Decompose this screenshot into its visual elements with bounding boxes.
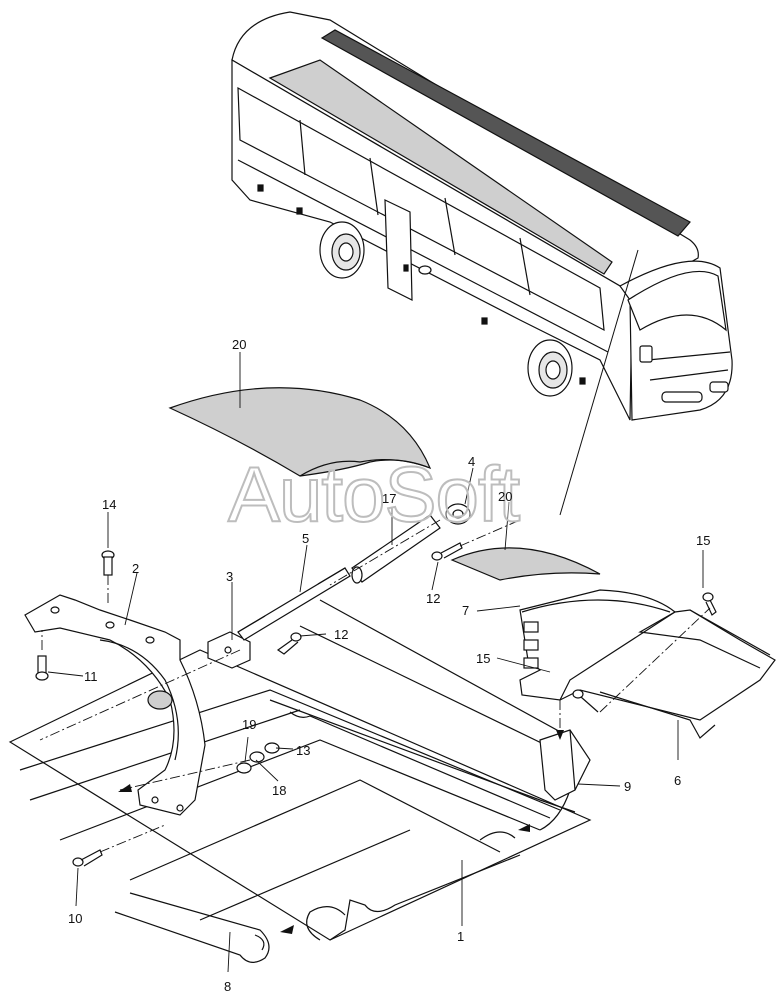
callout-19: 19 bbox=[242, 717, 257, 732]
callout-5: 5 bbox=[302, 531, 310, 546]
assembly-arrows bbox=[118, 730, 564, 934]
leader-lines bbox=[47, 352, 704, 973]
part-15-screw-right bbox=[702, 592, 717, 616]
callout-12-right: 12 bbox=[426, 591, 441, 606]
part-10-screw bbox=[72, 849, 103, 867]
assembly-lines bbox=[39, 519, 711, 853]
part-11-screw bbox=[35, 655, 49, 681]
callout-18: 18 bbox=[272, 783, 287, 798]
part-20-lower-sheet bbox=[450, 547, 601, 581]
callout-10: 10 bbox=[68, 911, 83, 926]
part-4-nut bbox=[445, 503, 471, 525]
callout-15-right: 15 bbox=[696, 533, 711, 548]
part-8-edge-seal bbox=[114, 892, 270, 963]
callout-7: 7 bbox=[462, 603, 470, 618]
callout-8: 8 bbox=[224, 979, 232, 994]
part-20-upper-sheet bbox=[168, 387, 432, 477]
part-14-screw bbox=[101, 550, 115, 576]
part-3-block bbox=[207, 631, 251, 669]
parts-19-18-13-washers bbox=[236, 742, 280, 774]
callout-13: 13 bbox=[296, 743, 311, 758]
part-6-rail bbox=[559, 609, 776, 739]
part-15-screw-left bbox=[572, 689, 599, 713]
callout-1: 1 bbox=[457, 929, 465, 944]
part-7-profile bbox=[519, 589, 677, 701]
callout-15-left: 15 bbox=[476, 651, 491, 666]
part-1-floor-panel bbox=[8, 599, 592, 941]
callout-12-left: 12 bbox=[334, 627, 349, 642]
callout-3: 3 bbox=[226, 569, 234, 584]
part-5-threaded-rod bbox=[237, 567, 351, 641]
callout-20-upper: 20 bbox=[232, 337, 247, 352]
part-12-screw-left bbox=[276, 632, 302, 655]
callout-20-lower: 20 bbox=[498, 489, 513, 504]
callout-4: 4 bbox=[468, 454, 476, 469]
callout-2: 2 bbox=[132, 561, 140, 576]
callout-11: 11 bbox=[84, 669, 98, 684]
callout-9: 9 bbox=[624, 779, 632, 794]
callout-17: 17 bbox=[382, 491, 397, 506]
callout-6: 6 bbox=[674, 773, 682, 788]
callout-14: 14 bbox=[102, 497, 117, 512]
part-17-tube bbox=[351, 514, 441, 584]
bus-illustration bbox=[231, 11, 733, 516]
part-2-bracket bbox=[24, 594, 206, 816]
part-9-channel bbox=[539, 729, 591, 801]
